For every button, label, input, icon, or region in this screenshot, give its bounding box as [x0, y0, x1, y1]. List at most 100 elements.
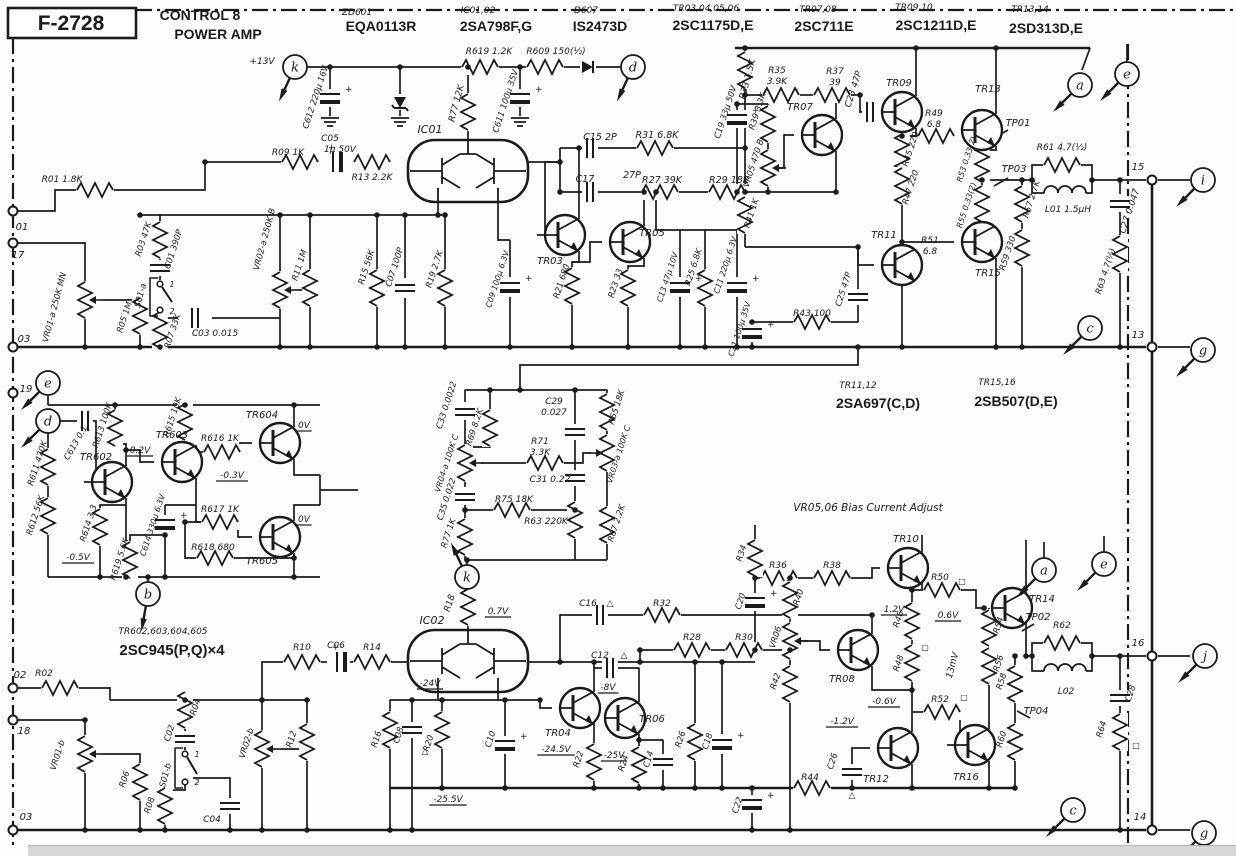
junction-dot — [1012, 653, 1018, 659]
component-label: TR04 — [545, 728, 571, 739]
resistor-symbol — [76, 180, 114, 200]
component-label: C17 — [576, 174, 595, 185]
component-label: 2SB507(D,E) — [974, 393, 1057, 409]
component-label: 1 — [169, 280, 174, 289]
junction-dot — [327, 64, 333, 70]
component-label: 02 — [14, 670, 27, 681]
component-label: △ — [849, 791, 856, 801]
resistor-symbol — [562, 267, 582, 305]
component-symbols: ++++++++++++++ — [38, 51, 1132, 825]
component-label: R61 4.7(½) — [1037, 143, 1088, 153]
signal-node-letter: e — [44, 377, 52, 392]
component-label: 0.2V — [130, 446, 151, 456]
wire — [563, 452, 591, 464]
capacitor-symbol — [455, 408, 475, 416]
component-label: C22 — [731, 796, 746, 815]
signal-node-circle — [454, 564, 480, 590]
resistor-symbol — [458, 588, 478, 626]
component-label: TR605 — [246, 556, 278, 567]
plus-mark: + — [695, 274, 703, 284]
plus-mark: + — [737, 731, 745, 741]
resistor-symbol — [780, 581, 800, 619]
component-label: D607 — [574, 6, 598, 16]
junction-dot — [557, 659, 563, 665]
connector-terminal — [7, 714, 19, 726]
junction-dot — [182, 519, 188, 525]
component-label: C16 — [579, 599, 597, 609]
component-label: □ — [1132, 741, 1140, 750]
component-label: TR604 — [246, 410, 278, 421]
component-label: 27P — [623, 170, 641, 181]
junction-dot — [557, 159, 563, 165]
resistor-symbol — [155, 787, 175, 825]
plus-mark: + — [752, 274, 760, 284]
resistor-symbol — [493, 500, 531, 520]
resistor-symbol — [902, 602, 922, 640]
diode-symbol — [582, 61, 593, 73]
junction-dot — [637, 647, 643, 653]
component-label: F-2728 — [38, 12, 105, 35]
junction-dot — [1029, 177, 1035, 183]
component-label: 2 — [169, 307, 174, 316]
signal-node-circle — [35, 408, 61, 434]
junction-dot — [677, 344, 683, 350]
capacitor-symbol — [395, 284, 415, 292]
wire — [293, 459, 320, 476]
component-label: 15 — [1132, 162, 1145, 173]
junction-dot — [787, 647, 793, 653]
signal-node-letter: c — [1069, 804, 1077, 819]
junction-dot — [304, 697, 310, 703]
resistor-symbol — [923, 580, 961, 600]
wire — [851, 747, 870, 769]
component-label: R26 — [674, 729, 689, 749]
component-label: C29 — [545, 397, 563, 407]
component-label: 03 — [18, 334, 31, 345]
resistor-symbol — [270, 271, 290, 309]
signal-node-circle — [1091, 551, 1117, 577]
wire — [798, 640, 830, 651]
resistor-symbol — [201, 512, 239, 532]
plus-mark: + — [332, 643, 340, 653]
component-label: TR09,10 — [895, 3, 933, 13]
component-label: 2 — [194, 778, 199, 787]
wire — [261, 661, 284, 700]
signal-node-circle — [1192, 643, 1218, 669]
component-label: C06 — [327, 641, 345, 651]
component-label: L02 — [1058, 687, 1075, 697]
component-label: R14 — [363, 643, 381, 653]
capacitor-symbol — [866, 102, 874, 122]
component-label: 1μ 50V — [324, 145, 357, 155]
component-label: L01 1.5μH — [1045, 205, 1091, 215]
capacitor-symbol — [191, 308, 199, 328]
junction-dot — [502, 785, 508, 791]
resistor-symbol — [1012, 229, 1032, 267]
component-label: C02 — [163, 724, 178, 743]
component-label: TP04 — [1024, 706, 1049, 717]
resistor-symbol — [353, 652, 391, 672]
junction-dot — [591, 659, 597, 665]
junction-dot — [517, 64, 523, 70]
junction-dot — [439, 697, 445, 703]
component-label: C12 — [591, 651, 609, 661]
wire — [84, 420, 97, 483]
ground-symbol — [511, 117, 529, 127]
connector-terminal — [1146, 174, 1158, 186]
wire — [1086, 656, 1093, 672]
component-label: TR603 — [156, 430, 188, 441]
resistor-symbol — [793, 312, 831, 332]
resistor-symbol — [892, 133, 912, 171]
wire — [1031, 656, 1044, 672]
signal-node-letter: a — [1040, 564, 1048, 579]
wire — [850, 567, 880, 579]
junction-dot — [402, 212, 408, 218]
junction-dot — [123, 574, 129, 580]
junction-dot — [82, 344, 88, 350]
junction-dot — [487, 387, 493, 393]
signal-node-circle — [135, 581, 161, 607]
component-label: 0.6V — [938, 611, 959, 621]
component-label: 16 — [1132, 638, 1145, 649]
resistor-symbol — [120, 541, 140, 579]
junction-dot — [307, 212, 313, 218]
capacitor-symbol — [586, 138, 594, 158]
